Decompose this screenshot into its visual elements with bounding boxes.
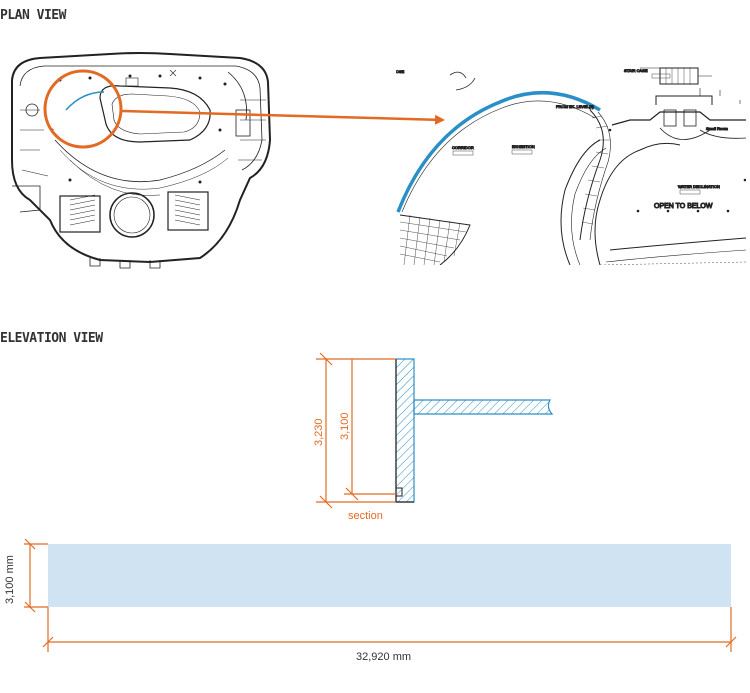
section-label: section (348, 510, 383, 522)
elevation-panel: 3,100 mm 32,920 mm (4, 538, 737, 663)
label-exhibition: EXHIBITION (512, 144, 535, 149)
label-multipurpose: L1) MULTIPURPOSE (366, 69, 404, 74)
elevation-height-label: 3,100 mm (4, 555, 16, 604)
detail-pointer-arrow (121, 109, 445, 125)
label-open-to-below: OPEN TO BELOW (654, 203, 713, 210)
section-wall (395, 358, 415, 503)
plan-detail: L1) MULTIPURPOSE STAIR CASE FROM EX. LEV… (366, 67, 746, 265)
label-staircase: STAIR CASE (624, 68, 648, 73)
label-water-declination: WATER DECLINATION (678, 184, 720, 189)
elevation-length-label: 32,920 mm (356, 651, 411, 663)
elevation-view-heading: ELEVATION VIEW (0, 331, 103, 346)
section-inner-height: 3,100 (339, 412, 351, 440)
plan-view-heading: PLAN VIEW (0, 8, 66, 23)
section-detail: 3,230 3,100 section (313, 352, 554, 522)
section-outer-height: 3,230 (313, 418, 325, 446)
label-corridor: CORRIDOR (452, 145, 474, 150)
section-slab (413, 399, 554, 415)
elevation-wall-panel (48, 544, 731, 607)
label-small-room: Small Room (706, 126, 728, 131)
plan-overview (11, 52, 272, 269)
detail-highlight-circle (43, 69, 123, 149)
label-from-ex-level: FROM EX. LEVEL(2) (556, 104, 594, 109)
